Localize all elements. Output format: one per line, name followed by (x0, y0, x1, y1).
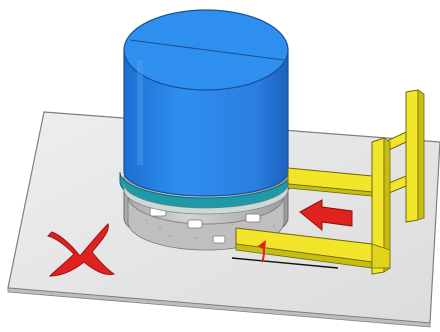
insertion-direction-arrow (299, 199, 353, 232)
lid-seam (129, 39, 285, 61)
blue-drum (123, 9, 289, 197)
ring-notch (245, 213, 261, 223)
fork-tilt-angle-arc (231, 240, 339, 269)
ring-notch (212, 235, 226, 244)
red-x-mark (47, 223, 116, 277)
forklift (235, 89, 425, 275)
ring-notch (187, 219, 203, 229)
